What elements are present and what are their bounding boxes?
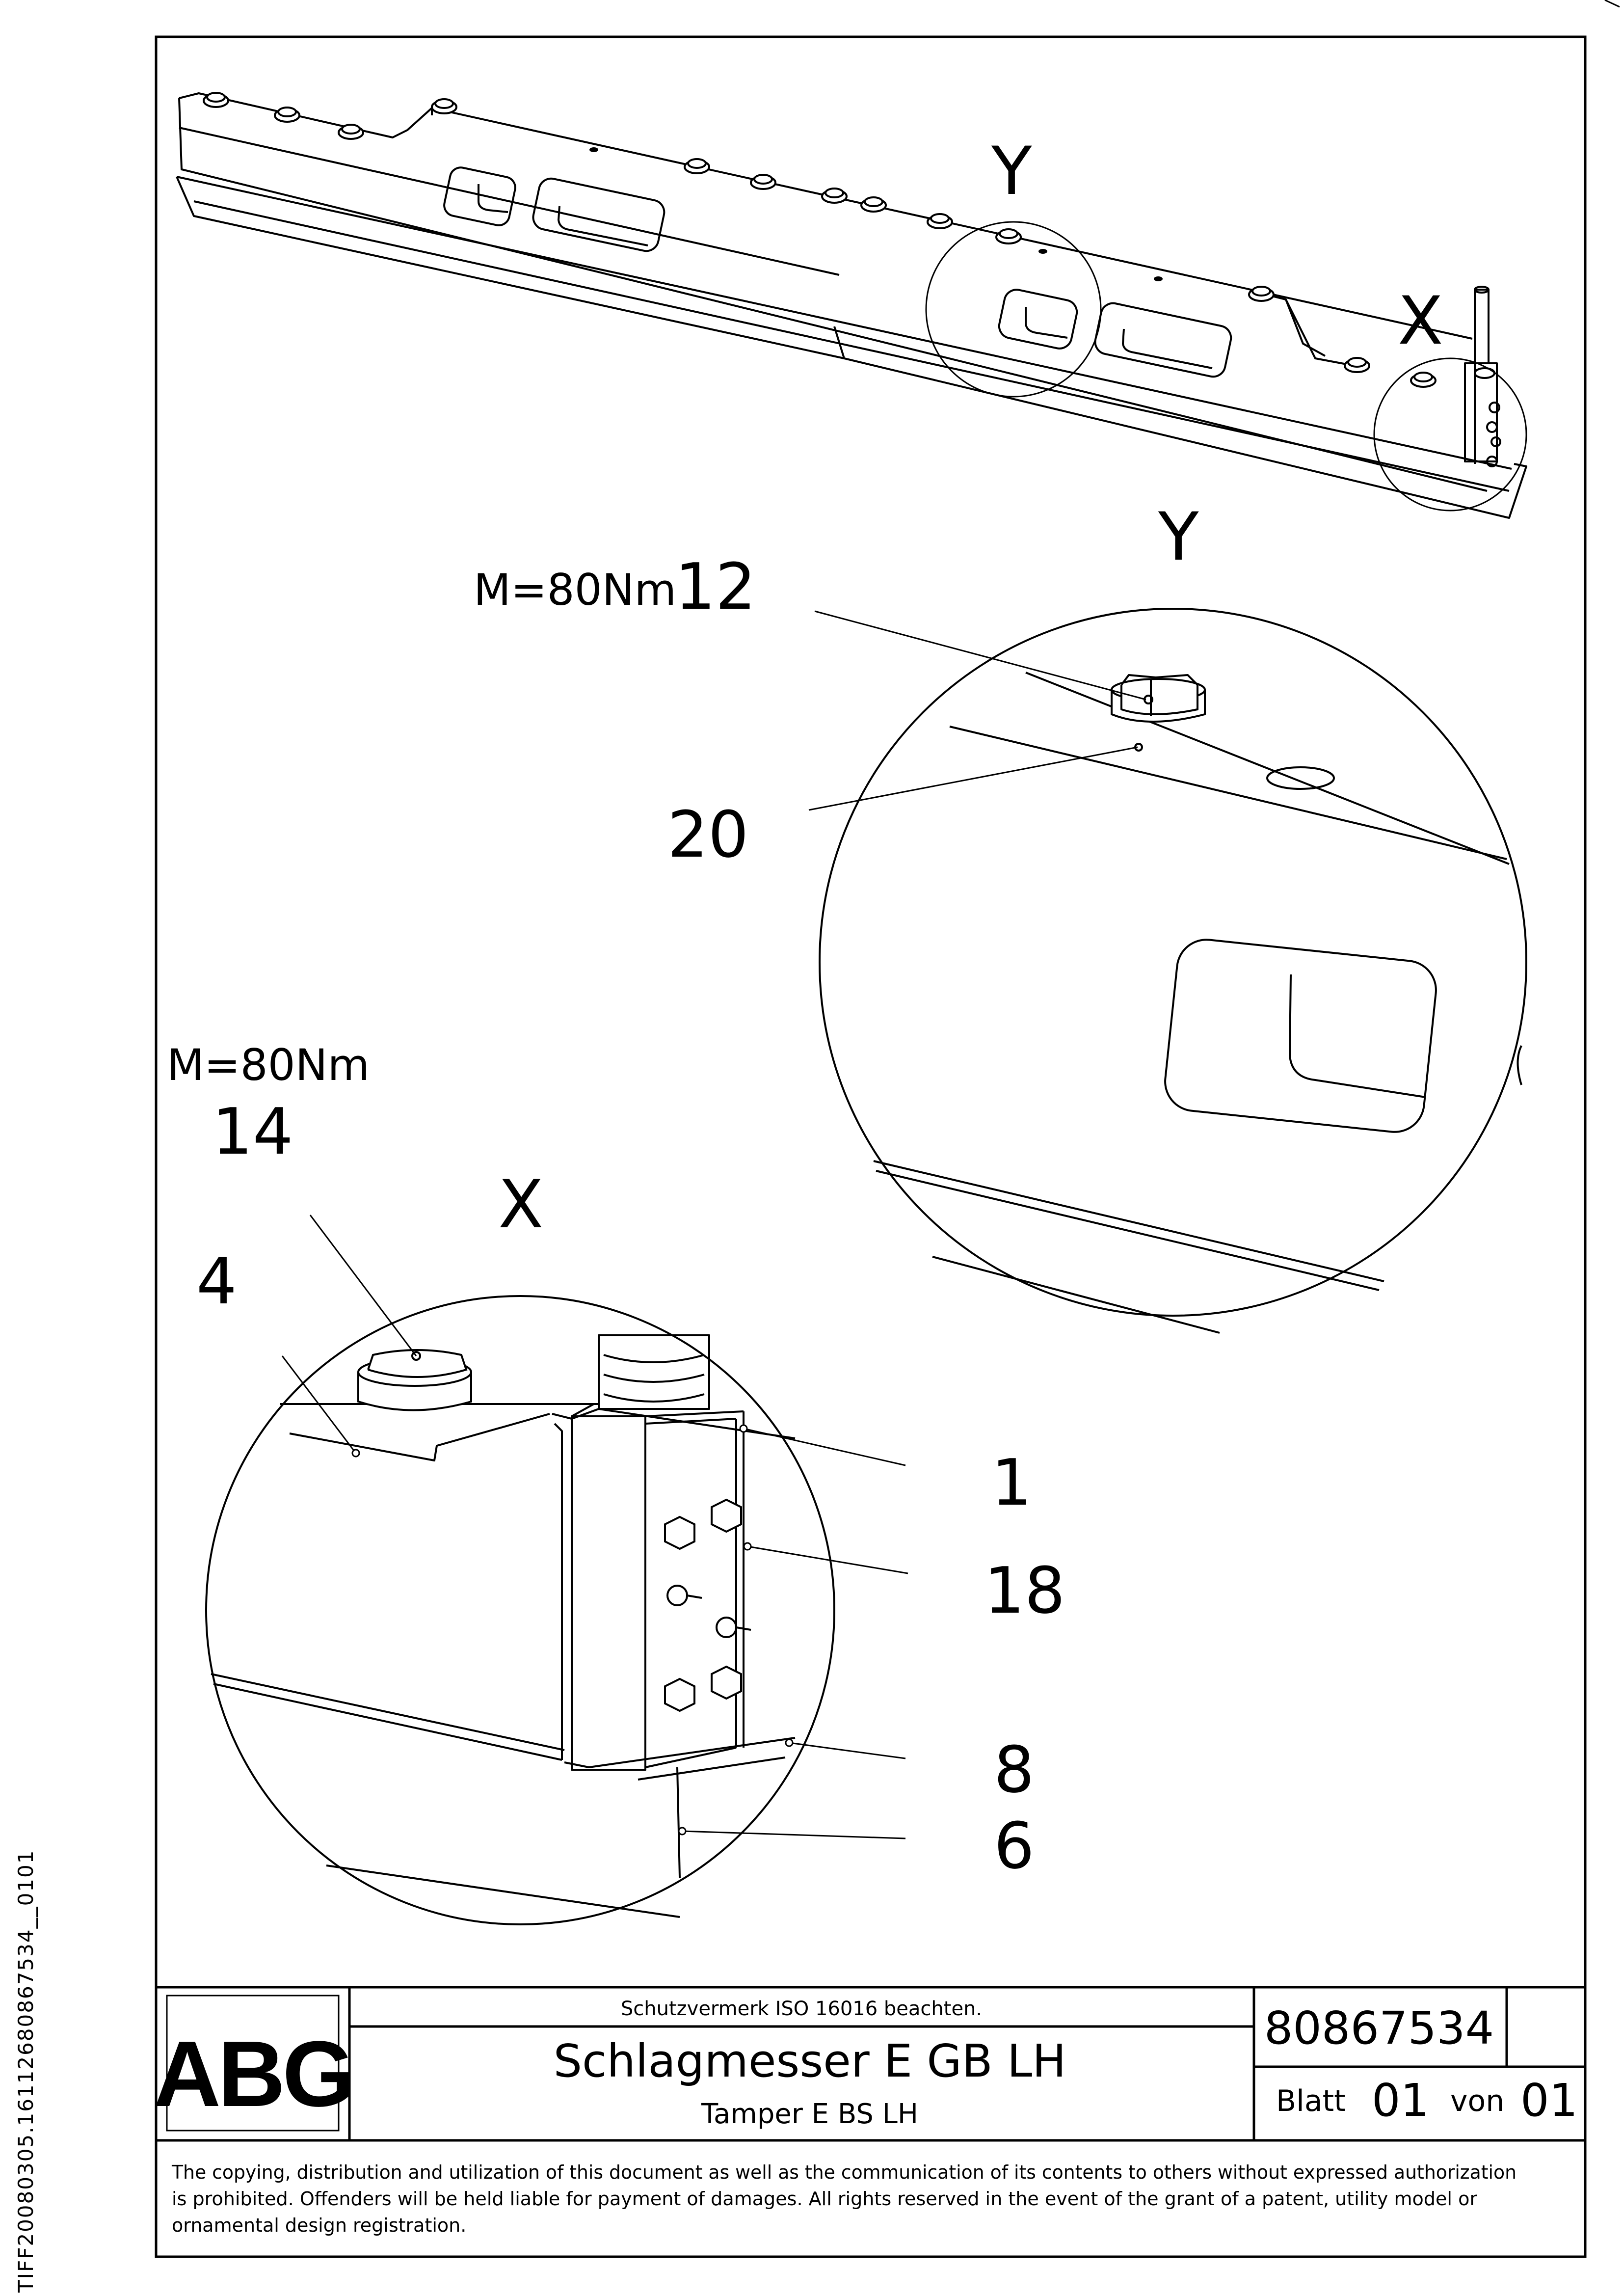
drawing-frame xyxy=(155,35,1587,2258)
view-label-y-overview: Y xyxy=(991,133,1032,210)
part-number-1: 1 xyxy=(991,1445,1032,1520)
side-file-id: TIFF20080305.16112680867534__0101 xyxy=(14,1849,38,2293)
detail-y-view xyxy=(819,608,1527,1334)
part-number-12: 12 xyxy=(675,549,756,624)
detail-circle-x-overview xyxy=(1373,357,1527,512)
sheet-label: Blatt xyxy=(1276,2084,1346,2118)
company-logo: ABG xyxy=(154,2022,352,2126)
copyright-line-1: The copying, distribution and utilizatio… xyxy=(171,2161,1517,2183)
part-number-18: 18 xyxy=(984,1553,1065,1628)
overview-tamper-bar xyxy=(176,92,1527,519)
sheet-total: 01 xyxy=(1520,2074,1578,2127)
copyright-line-3: ornamental design registration. xyxy=(172,2215,466,2236)
corner-mark xyxy=(1604,0,1620,8)
drawing-title: Schlagmesser E GB LH xyxy=(554,2035,1066,2087)
detail-x-view xyxy=(205,1295,835,1925)
copyright-line-2: is prohibited. Offenders will be held li… xyxy=(172,2188,1477,2210)
part-number-6: 6 xyxy=(994,1809,1035,1883)
torque-label-12: M=80Nm xyxy=(474,565,676,615)
detail-x-bolts xyxy=(357,1349,751,1712)
part-number-20: 20 xyxy=(667,797,748,872)
detail-circle-y-overview xyxy=(925,221,1102,398)
sheet-number: 01 xyxy=(1372,2074,1429,2127)
detail-y-leaders xyxy=(808,610,1146,811)
part-number-8: 8 xyxy=(994,1732,1035,1807)
of-label: von xyxy=(1450,2084,1504,2118)
view-label-x-detail: X xyxy=(498,1166,543,1243)
part-number-14: 14 xyxy=(212,1094,293,1169)
view-label-y-detail: Y xyxy=(1158,498,1199,575)
part-number-4: 4 xyxy=(196,1244,237,1319)
detail-x-leaders xyxy=(281,1215,908,1839)
drawing-subtitle: Tamper E BS LH xyxy=(701,2098,918,2130)
overview-bolts xyxy=(203,92,1495,388)
view-label-x-overview: X xyxy=(1398,282,1443,359)
drawing-number: 80867534 xyxy=(1264,2002,1494,2054)
protection-note: Schutzvermerk ISO 16016 beachten. xyxy=(621,1998,982,2020)
title-block xyxy=(156,1986,1585,2142)
torque-label-14: M=80Nm xyxy=(167,1040,370,1090)
overview-holes xyxy=(589,147,1163,281)
